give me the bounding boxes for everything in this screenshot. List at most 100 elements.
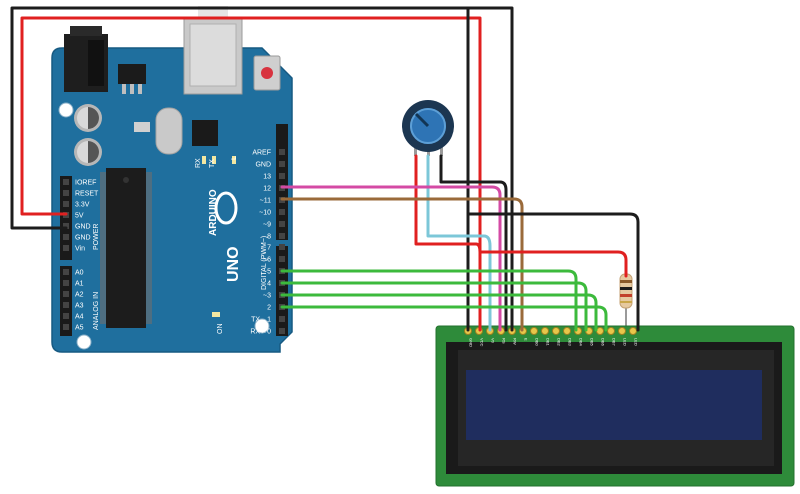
- lcd-pin-label: LED: [634, 338, 639, 346]
- power-pin-label: IOREF: [75, 180, 96, 187]
- svg-text:ARDUINO: ARDUINO: [208, 189, 219, 236]
- lcd-pin-label: DB6: [601, 338, 606, 347]
- analog-pin-label: A4: [75, 314, 84, 321]
- digital-pin[interactable]: [279, 328, 285, 334]
- digital-pin[interactable]: [279, 161, 285, 167]
- analog-pin[interactable]: [63, 302, 69, 308]
- svg-text:POWER: POWER: [93, 224, 100, 250]
- analog-pin-label: A2: [75, 292, 84, 299]
- led-label-rx: RX: [195, 158, 202, 168]
- digital-pin[interactable]: [279, 233, 285, 239]
- lcd-pin[interactable]: [541, 327, 549, 335]
- svg-text:UNO: UNO: [225, 246, 242, 282]
- wire-gnd-to-lcd-rw: [466, 6, 514, 332]
- lcd-pin-label: DB5: [590, 338, 595, 347]
- digital-pin[interactable]: [279, 244, 285, 250]
- svg-text:L: L: [231, 156, 238, 160]
- digital-pin-label: ~3: [263, 293, 271, 300]
- header-labels: AREFGND1312~11~10~987~6~54~32TX→1RX←0IOR…: [75, 150, 271, 336]
- led-label-on: ON: [217, 324, 224, 335]
- digital-pin-label: TX→1: [251, 317, 271, 324]
- power-pin-label: GND: [75, 224, 91, 231]
- digital-pin-label: ~9: [263, 222, 271, 229]
- power-pin[interactable]: [63, 201, 69, 207]
- lcd-pin-label: DB1: [546, 338, 551, 347]
- digital-pin[interactable]: [279, 221, 285, 227]
- digital-pin[interactable]: [279, 316, 285, 322]
- analog-pin[interactable]: [63, 280, 69, 286]
- analog-pin[interactable]: [63, 324, 69, 330]
- digital-pin[interactable]: [279, 149, 285, 155]
- model-label: UNO: [225, 246, 242, 282]
- tx-led: [212, 156, 216, 164]
- analog-pin[interactable]: [63, 313, 69, 319]
- digital-pin-label: GND: [255, 162, 271, 169]
- lcd-pin[interactable]: [596, 327, 604, 335]
- wire-pot-gnd: [439, 154, 508, 332]
- lcd-pin[interactable]: [618, 327, 626, 335]
- wire-pot-vcc: [414, 154, 482, 254]
- analog-pin[interactable]: [63, 291, 69, 297]
- arduino-uno-board[interactable]: RX TX L ON ARDUINO UNO DIGITAL (PWM~) AN…: [51, 6, 293, 353]
- wire-pin12-to-rs: [280, 185, 502, 332]
- digital-pin-label: ~11: [260, 198, 271, 205]
- svg-text:ANALOG IN: ANALOG IN: [93, 292, 100, 330]
- power-pin-label: GND: [75, 235, 91, 242]
- analog-pin-label: A0: [75, 270, 84, 277]
- lcd-pin-label: DB4: [579, 338, 584, 347]
- analog-pin[interactable]: [63, 269, 69, 275]
- lcd-pin-label: DB3: [568, 338, 573, 347]
- potentiometer[interactable]: [402, 100, 454, 156]
- digital-pin-label: 8: [267, 234, 271, 241]
- digital-pin-label: AREF: [252, 150, 271, 157]
- lcd-pin-label: DB2: [557, 338, 562, 347]
- power-pin[interactable]: [63, 234, 69, 240]
- power-pin[interactable]: [63, 245, 69, 251]
- lcd-pin-label: DB7: [612, 338, 617, 347]
- analog-pin-label: A3: [75, 303, 84, 310]
- power-pin-label: 3.3V: [75, 202, 90, 209]
- lcd-pin[interactable]: [530, 327, 538, 335]
- digital-pin[interactable]: [279, 173, 285, 179]
- digital-pin-label: 7: [267, 245, 271, 252]
- wires: [10, 6, 640, 332]
- power-pin-label: 5V: [75, 213, 84, 220]
- power-pin[interactable]: [63, 223, 69, 229]
- digital-pin-label: 13: [263, 174, 271, 181]
- on-led: [212, 312, 220, 317]
- digital-pin-label: RX←0: [250, 329, 271, 336]
- power-pin[interactable]: [63, 179, 69, 185]
- power-section-label: POWER: [93, 224, 100, 250]
- digital-pin[interactable]: [279, 256, 285, 262]
- lcd-pin[interactable]: [629, 327, 637, 335]
- lcd-pin[interactable]: [552, 327, 560, 335]
- led-label-l: L: [231, 156, 238, 160]
- rx-led: [202, 156, 206, 164]
- atmega-microcontroller: [100, 168, 152, 328]
- power-pin[interactable]: [63, 190, 69, 196]
- svg-text:ON: ON: [217, 324, 224, 335]
- digital-pin-label: ~10: [259, 210, 271, 217]
- lcd-pin-label: GND: [469, 338, 474, 347]
- wire-5v-to-lcd-vcc: [20, 16, 482, 332]
- wire-pot-wiper-to-v0: [426, 154, 492, 332]
- lcd-pin-label: V0: [491, 338, 496, 344]
- digital-section-label: DIGITAL (PWM~): [261, 236, 268, 290]
- reset-button[interactable]: [253, 55, 281, 91]
- wire-pin5-to-db4: [280, 269, 578, 332]
- analog-pin-label: A5: [75, 325, 84, 332]
- analog-pin-label: A1: [75, 281, 84, 288]
- capacitor: [74, 104, 102, 132]
- digital-pin-label: 12: [263, 186, 271, 193]
- lcd-pin[interactable]: [607, 327, 615, 335]
- dc-power-jack: [64, 26, 108, 92]
- digital-pin[interactable]: [279, 209, 285, 215]
- wire-pin4-to-db5: [280, 281, 588, 332]
- l-led: [232, 156, 236, 164]
- lcd-pin[interactable]: [563, 327, 571, 335]
- wire-gnd-to-lcd-gnd: [10, 6, 470, 332]
- wire-pin3-to-db6: [280, 293, 598, 332]
